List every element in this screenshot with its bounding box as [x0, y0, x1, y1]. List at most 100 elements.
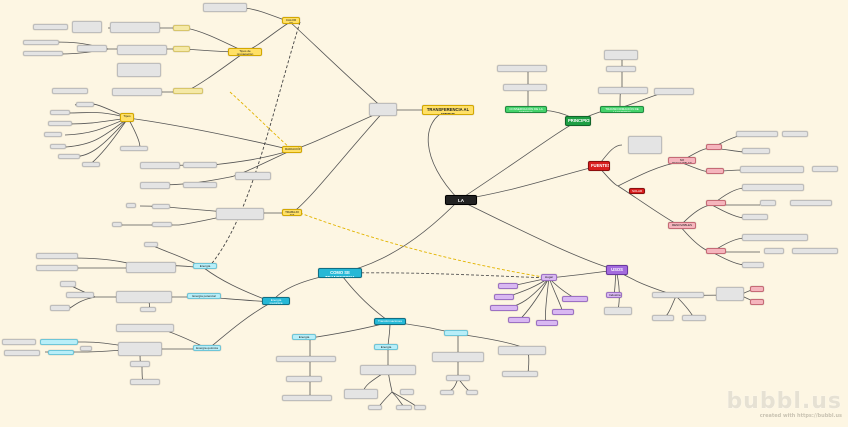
termica-leaf-2[interactable]	[440, 390, 454, 395]
tipo-8[interactable]	[120, 146, 148, 151]
node-tipos-ondas[interactable]: Tipos	[120, 113, 134, 122]
industria-leaf[interactable]	[604, 307, 632, 315]
transferencia-note[interactable]	[369, 103, 397, 116]
fuente-nuclear[interactable]	[706, 168, 724, 174]
petroleo-extra[interactable]	[782, 131, 808, 137]
tipo-7[interactable]	[82, 162, 100, 167]
trabajo-leaf-1[interactable]	[152, 204, 170, 209]
conduccion-example[interactable]	[72, 21, 102, 33]
hogar-6[interactable]	[562, 296, 588, 302]
tipo-6[interactable]	[58, 154, 80, 159]
branch-principios[interactable]: PRINCIPIOS	[565, 116, 591, 126]
quimica-desc-2[interactable]	[118, 342, 162, 356]
fuente-petroleo[interactable]	[706, 144, 722, 150]
radiacion-leaf[interactable]	[173, 88, 203, 94]
transporte-leaf-3[interactable]	[652, 315, 674, 321]
cinetica-desc[interactable]	[126, 262, 176, 273]
hogar-5[interactable]	[536, 320, 558, 326]
conservacion-desc[interactable]	[503, 84, 547, 91]
transformacion-desc[interactable]	[598, 87, 648, 94]
tipo-2[interactable]	[50, 110, 70, 115]
quimica-leaf-1[interactable]	[40, 339, 78, 345]
conveccion-leaf-b[interactable]	[23, 51, 63, 56]
branch-como-se-transforma[interactable]: COMO SE TRANSFORMA	[318, 268, 362, 278]
fuentes-desc[interactable]	[628, 136, 662, 154]
node-transformacion[interactable]: TRANSFORMACIÓN DE LA ENERGIA	[600, 106, 644, 113]
eolica-leaf-3[interactable]	[742, 262, 764, 268]
petroleo-leaf[interactable]	[742, 148, 770, 154]
trabajo-leaf-2[interactable]	[126, 203, 136, 208]
potencial-leaf-3[interactable]	[50, 305, 70, 311]
eolica-leaf[interactable]	[764, 248, 784, 254]
eolica-leaf-2[interactable]	[792, 248, 838, 254]
node-radiacion[interactable]: RADIACIÓN	[282, 146, 302, 153]
quimica-leaf-5[interactable]	[80, 346, 92, 351]
radiacion-leaf-4[interactable]	[183, 182, 217, 188]
transformacion-leaf-3[interactable]	[654, 88, 694, 95]
hidraulica-desc[interactable]	[742, 184, 804, 191]
node-energia-quimica[interactable]: Energía química	[193, 345, 221, 351]
hidraulica-leaf[interactable]	[760, 200, 776, 206]
conveccion-example[interactable]	[77, 45, 107, 52]
node-energia-mecanica[interactable]: Energía mecánica	[262, 297, 290, 305]
node-industria[interactable]: Industria	[606, 292, 622, 298]
nuclear-extra[interactable]	[812, 166, 838, 172]
tipo-3[interactable]	[48, 121, 72, 126]
trabajo-leaf-4[interactable]	[112, 222, 122, 227]
potencial-leaf-4[interactable]	[140, 307, 156, 312]
hogar-4[interactable]	[508, 317, 530, 323]
cinetica-leaf[interactable]	[144, 242, 158, 247]
nuclear-leaf-4[interactable]	[396, 405, 412, 410]
conveccion-leaf-a[interactable]	[23, 40, 59, 45]
radiacion-desc[interactable]	[112, 88, 162, 96]
radiacion-leaf-1[interactable]	[140, 162, 180, 169]
tipo-1[interactable]	[76, 102, 94, 107]
node-tipos-propagacion[interactable]: Tipos de propagación	[228, 48, 262, 56]
nuclear-leaf-1[interactable]	[344, 389, 378, 399]
fuente-hidraulica[interactable]	[706, 200, 726, 206]
hidraulica-leaf-3[interactable]	[742, 214, 768, 220]
node-no-renovables[interactable]: NO RENOVABLES	[668, 157, 696, 164]
quimica-leaf-2[interactable]	[48, 350, 74, 355]
nuclear-transform-desc[interactable]	[360, 365, 416, 375]
electrica-leaf[interactable]	[286, 376, 322, 382]
node-energia-nuclear[interactable]: Energía nuclear	[374, 344, 398, 350]
tipo-4[interactable]	[44, 132, 62, 137]
quimica-desc[interactable]	[116, 324, 174, 332]
node-hogar[interactable]: Hogar	[541, 274, 557, 281]
electrica-leaf-2[interactable]	[282, 395, 332, 401]
radiacion-leaf-5[interactable]	[235, 172, 271, 180]
petroleo-desc[interactable]	[736, 131, 778, 137]
eolica-desc[interactable]	[742, 234, 808, 241]
radiacion-leaf-2[interactable]	[183, 162, 217, 168]
hidraulica-leaf-2[interactable]	[790, 200, 832, 206]
potencial-desc[interactable]	[116, 291, 172, 303]
central-node[interactable]: LA ENERGIA	[445, 195, 477, 205]
fuente-eolica[interactable]	[706, 248, 726, 254]
branch-transferencia-al-medio[interactable]: TRANSFERENCIA AL MEDIO	[422, 105, 474, 115]
hogar-1[interactable]	[498, 283, 518, 289]
quimica-leaf-6[interactable]	[130, 361, 150, 367]
radiacion-leaf-3[interactable]	[140, 182, 170, 189]
conveccion-extra[interactable]	[117, 63, 161, 77]
hogar-7[interactable]	[552, 309, 574, 315]
hogar-3[interactable]	[490, 305, 518, 311]
nuclear-leaf-2[interactable]	[400, 389, 414, 395]
termica-leaf[interactable]	[446, 375, 470, 381]
conveccion-desc[interactable]	[117, 45, 167, 55]
hogar-2[interactable]	[494, 294, 514, 300]
conservacion-extra[interactable]	[497, 65, 547, 72]
cinetica-leaf-2[interactable]	[36, 253, 78, 259]
termica-leaf-5[interactable]	[502, 371, 538, 377]
transporte-leaf-4[interactable]	[682, 315, 706, 321]
transporte-node[interactable]	[652, 292, 704, 298]
termica-leaf-4[interactable]	[498, 346, 546, 355]
transporte-leaf-2[interactable]	[750, 299, 764, 305]
calor-note[interactable]	[203, 3, 247, 12]
quimica-leaf-4[interactable]	[4, 350, 40, 356]
termica-desc[interactable]	[432, 352, 484, 362]
node-energia-potencial[interactable]: Energía potencial	[187, 293, 221, 299]
quimica-leaf-3[interactable]	[2, 339, 36, 345]
node-energia-electrica[interactable]: Energía eléctrica	[292, 334, 316, 340]
